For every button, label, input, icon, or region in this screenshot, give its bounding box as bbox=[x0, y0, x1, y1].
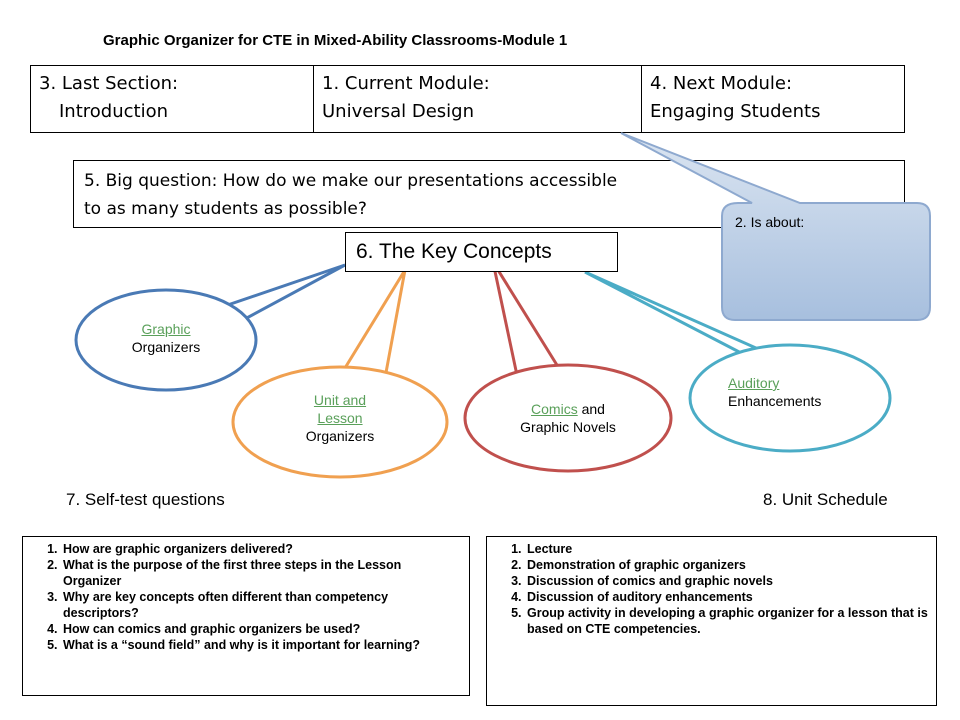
self-test-heading: 7. Self-test questions bbox=[66, 490, 225, 509]
list-item: What is a “sound field” and why is it im… bbox=[61, 637, 463, 653]
current-module-cell: 1. Current Module: Universal Design bbox=[314, 66, 642, 132]
schedule-heading: 8. Unit Schedule bbox=[763, 490, 888, 509]
current-module-label: 1. Current Module: bbox=[322, 73, 490, 94]
list-item: Lecture bbox=[525, 541, 930, 557]
schedule-list-box: Lecture Demonstration of graphic organiz… bbox=[486, 536, 937, 706]
next-module-value: Engaging Students bbox=[650, 101, 821, 122]
list-item: Why are key concepts often different tha… bbox=[61, 589, 463, 621]
comics-text: Comics and Graphic Novels bbox=[488, 400, 648, 436]
current-module-value: Universal Design bbox=[322, 101, 474, 122]
module-nav: 3. Last Section: Introduction 1. Current… bbox=[30, 65, 905, 133]
list-item: How are graphic organizers delivered? bbox=[61, 541, 463, 557]
last-section-label: 3. Last Section: bbox=[39, 73, 179, 94]
last-section-value: Introduction bbox=[59, 101, 169, 122]
schedule-list: Lecture Demonstration of graphic organiz… bbox=[487, 541, 936, 637]
auditory-sub: Enhancements bbox=[728, 393, 822, 409]
list-item: How can comics and graphic organizers be… bbox=[61, 621, 463, 637]
comics-graphic-novels-bubble[interactable] bbox=[463, 363, 673, 473]
self-test-list: How are graphic organizers delivered? Wh… bbox=[23, 541, 469, 653]
unit-lesson-organizers-bubble[interactable] bbox=[231, 365, 449, 479]
is-about-label: 2. Is about: bbox=[735, 214, 805, 230]
page-title: Graphic Organizer for CTE in Mixed-Abili… bbox=[103, 32, 568, 49]
comics-line1: Comics and bbox=[488, 400, 648, 418]
big-question-line1: 5. Big question: How do we make our pres… bbox=[84, 171, 618, 191]
list-item: Discussion of auditory enhancements bbox=[525, 589, 930, 605]
unit-link-line2[interactable]: Lesson bbox=[317, 410, 363, 426]
graphic-sub: Organizers bbox=[131, 339, 201, 355]
auditory-connector bbox=[584, 270, 766, 357]
list-item: Demonstration of graphic organizers bbox=[525, 557, 930, 573]
big-question-line2: to as many students as possible? bbox=[84, 199, 367, 219]
list-item: Discussion of comics and graphic novels bbox=[525, 573, 930, 589]
self-test-list-box: How are graphic organizers delivered? Wh… bbox=[22, 536, 470, 696]
graphic-link[interactable]: Graphic bbox=[141, 321, 191, 337]
list-item: Group activity in developing a graphic o… bbox=[525, 605, 930, 637]
auditory-link[interactable]: Auditory bbox=[728, 375, 780, 391]
next-module-cell: 4. Next Module: Engaging Students bbox=[642, 66, 904, 132]
list-item: What is the purpose of the first three s… bbox=[61, 557, 463, 589]
comics-and: and bbox=[577, 401, 605, 417]
next-module-label: 4. Next Module: bbox=[650, 73, 793, 94]
auditory-enhancements-bubble[interactable] bbox=[688, 343, 892, 453]
unit-sub: Organizers bbox=[305, 428, 375, 444]
unit-lesson-text: Unit and Lesson Organizers bbox=[270, 391, 410, 445]
key-concepts-label: 6. The Key Concepts bbox=[356, 240, 552, 263]
auditory-text: Auditory Enhancements bbox=[718, 374, 888, 410]
last-section-cell: 3. Last Section: Introduction bbox=[31, 66, 314, 132]
key-concepts-box: 6. The Key Concepts bbox=[345, 232, 618, 272]
comics-link[interactable]: Comics bbox=[531, 401, 578, 417]
comics-line2: Graphic Novels bbox=[520, 419, 616, 435]
is-about-callout bbox=[620, 132, 931, 321]
comics-connector bbox=[491, 261, 567, 381]
graphic-organizers-text: Graphic Organizers bbox=[96, 320, 236, 356]
unit-connector bbox=[343, 269, 407, 379]
graphic-organizers-bubble[interactable] bbox=[74, 288, 258, 392]
unit-link-line1[interactable]: Unit and bbox=[313, 392, 367, 408]
